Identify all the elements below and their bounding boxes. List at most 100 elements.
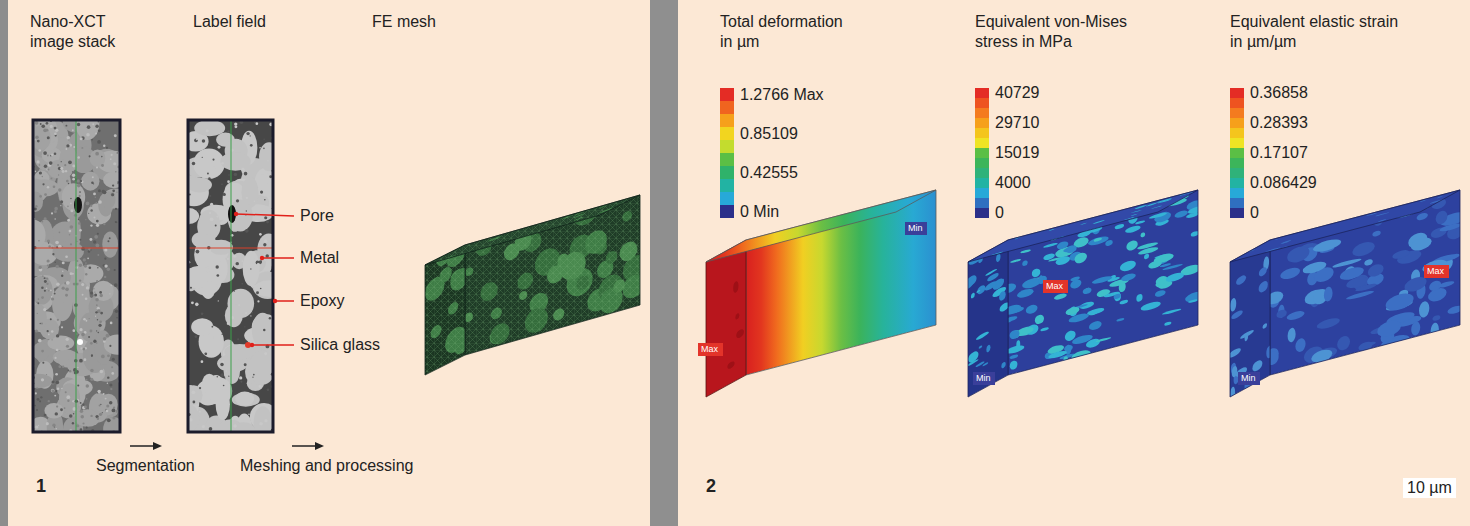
speck: [39, 195, 42, 198]
texture-blob: [1287, 309, 1305, 321]
part-label: Pore: [300, 206, 334, 226]
speck: [234, 290, 235, 291]
speck: [97, 254, 99, 256]
speck: [89, 376, 90, 377]
speck: [90, 209, 92, 211]
speck: [66, 345, 69, 348]
speck: [68, 370, 70, 372]
speck: [97, 390, 101, 394]
speck: [232, 417, 235, 420]
speck: [86, 398, 88, 400]
speck: [55, 265, 58, 268]
speck: [85, 297, 88, 300]
speck: [47, 168, 49, 170]
speck: [83, 258, 86, 261]
speck: [95, 202, 97, 204]
label-field-image: [188, 120, 273, 432]
speck: [257, 300, 259, 302]
scale-value: 29710: [995, 113, 1040, 133]
speck: [93, 216, 95, 218]
speck: [37, 302, 39, 304]
scale-value: 0.85109: [740, 124, 798, 144]
speck: [107, 354, 110, 357]
speck: [112, 190, 115, 193]
strain-face: [1228, 240, 1273, 401]
texture-blob: [1324, 286, 1333, 303]
colour-band: [975, 88, 989, 98]
speck: [93, 240, 96, 243]
colour-band: [1230, 88, 1244, 98]
arrow-head: [153, 442, 162, 450]
speck: [80, 347, 82, 349]
colour-band: [1230, 208, 1244, 218]
grain: [202, 374, 216, 394]
speck: [69, 144, 72, 147]
speck: [88, 213, 89, 214]
scale-title: Equivalent von-Mises stress in MPa: [975, 12, 1145, 52]
grain: [93, 281, 114, 301]
speck: [213, 166, 216, 169]
speck: [97, 233, 99, 235]
speck: [87, 125, 91, 129]
speck: [236, 262, 239, 265]
speck: [65, 125, 67, 127]
texture-blob: [1417, 212, 1428, 222]
mesh-overlay: [425, 195, 640, 265]
texture-blob: [1352, 240, 1374, 259]
speck: [227, 130, 229, 132]
speck: [259, 422, 263, 426]
grain: [188, 208, 199, 224]
leader-line: [252, 344, 294, 346]
speck: [46, 277, 48, 279]
texture-blob: [1006, 344, 1025, 355]
speck: [70, 203, 72, 205]
speck: [89, 318, 90, 319]
texture-blob: [1438, 280, 1454, 289]
speck: [267, 388, 270, 391]
speck: [47, 186, 50, 189]
probe-tag: Min: [1238, 372, 1260, 385]
speck: [90, 224, 92, 226]
callout-number: 1: [36, 475, 46, 497]
texture-blob: [999, 290, 1006, 302]
speck: [90, 415, 92, 417]
speck: [43, 151, 47, 155]
mesh-face: [464, 180, 648, 355]
speck: [34, 405, 36, 407]
speck: [37, 313, 38, 314]
speck: [65, 148, 67, 150]
texture-blob: [1125, 224, 1140, 234]
speck: [55, 373, 58, 376]
speck: [52, 381, 55, 384]
texture-blob: [1374, 212, 1390, 217]
probe-tag: Max: [1424, 265, 1449, 278]
speck: [95, 125, 98, 128]
speck: [46, 287, 48, 289]
speck: [61, 388, 63, 390]
grain: [103, 417, 120, 432]
speck: [250, 315, 251, 316]
face-edge: [1230, 190, 1460, 262]
speck: [79, 263, 83, 267]
texture-blob: [1288, 327, 1296, 343]
speck: [241, 283, 243, 285]
speck: [54, 357, 56, 359]
speck: [54, 132, 56, 134]
speck: [55, 390, 57, 392]
speck: [77, 123, 80, 126]
speck: [79, 195, 81, 197]
speck: [99, 413, 102, 416]
colour-band: [720, 101, 734, 114]
face-texture: [725, 237, 744, 372]
texture-blob: [1156, 275, 1168, 286]
grain: [188, 404, 199, 432]
face-fill: [465, 195, 640, 355]
speck: [212, 326, 214, 328]
speck: [97, 267, 98, 268]
speck: [95, 315, 96, 316]
texture-blob: [968, 349, 978, 364]
texture-blob: [1057, 240, 1068, 250]
speck: [81, 333, 84, 336]
grain: [103, 172, 120, 189]
mesh-overlay: [425, 245, 465, 375]
